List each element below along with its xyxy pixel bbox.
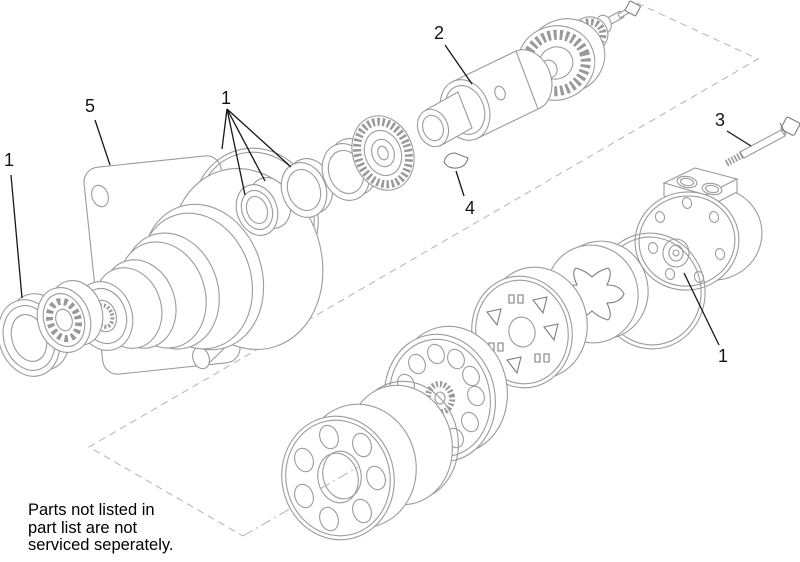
callout-label: 1 [221, 88, 231, 108]
leader-line [221, 108, 228, 150]
callout-label: 5 [85, 96, 95, 116]
part-thrust-bearing [351, 115, 415, 191]
leader-line [10, 174, 23, 299]
part-splined-bushing [36, 280, 104, 353]
callout-label: 1 [718, 346, 728, 366]
leader-line [455, 170, 465, 197]
shaft-nut [624, 0, 641, 17]
bolt-shaft [739, 129, 786, 159]
callout-1-seal-kit: 1 [221, 88, 292, 196]
callout-label: 3 [715, 110, 725, 130]
callout-5-flange-housing: 5 [85, 96, 111, 166]
callout-3-bolt: 3 [715, 110, 752, 147]
callout-label: 4 [465, 198, 475, 218]
part-bolt [724, 116, 800, 167]
callout-1-o-ring: 1 [683, 272, 728, 366]
boundary-dashed-line [88, 2, 760, 537]
service-note: Parts not listed in part list are not se… [28, 501, 174, 554]
leader-line [726, 130, 752, 147]
part-end-cover [634, 167, 763, 291]
bearing-roller-hatch [353, 117, 413, 189]
callout-2-coupler: 2 [434, 23, 473, 85]
bolt-thread-hatch [724, 151, 744, 167]
part-coupler [416, 49, 553, 148]
callout-label: 2 [434, 23, 444, 43]
leader-line [226, 108, 266, 182]
leader-line [683, 272, 720, 346]
bolt-head [780, 116, 800, 136]
bushing-spline-hatch [45, 297, 83, 343]
leader-line [226, 108, 292, 168]
part-woodruff-key [443, 152, 469, 169]
callout-label: 1 [4, 150, 14, 170]
leader-line [226, 108, 246, 196]
leader-line [444, 44, 473, 85]
part-end-cap-disc [281, 403, 417, 541]
callout-4-woodruff-key: 4 [455, 170, 475, 218]
coupler-pin-hole [494, 85, 506, 101]
leader-line [94, 119, 111, 166]
callout-1-dust-seal: 1 [4, 150, 23, 299]
